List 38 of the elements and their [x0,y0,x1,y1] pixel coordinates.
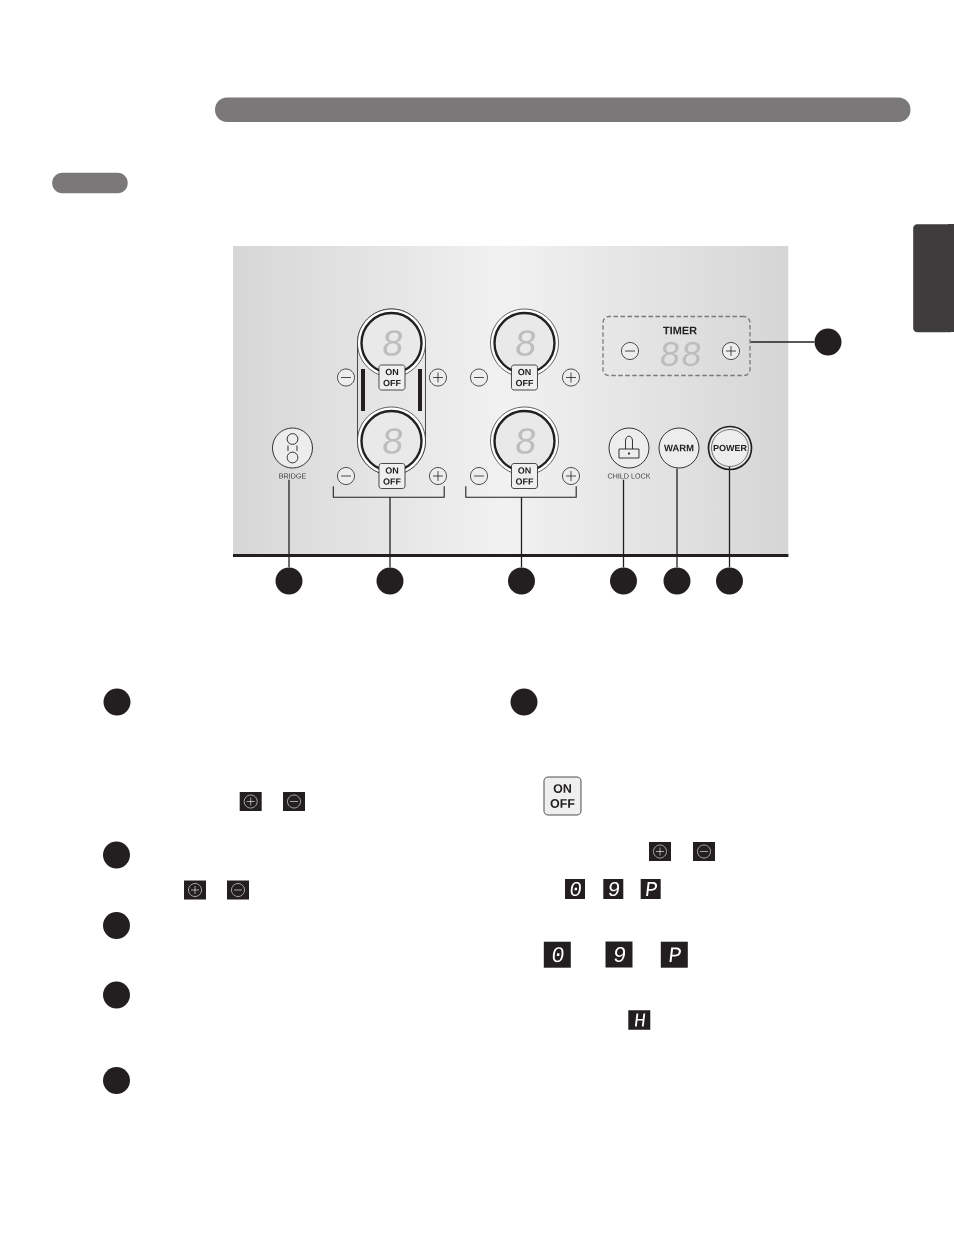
callout-marker [103,1067,130,1094]
display-tile: P [660,941,688,968]
callout-marker [510,688,538,716]
leader-line [389,496,391,568]
leader-line [750,341,815,343]
display-tile: H [628,1010,651,1030]
callout-marker [103,841,130,869]
callout-marker [103,688,131,716]
callout-marker [814,328,842,356]
leader-line [288,479,290,568]
callout-marker [103,912,130,939]
side-tab [913,224,954,333]
on-off-button: ON OFF [378,364,406,391]
display-tile: 0 [543,941,571,968]
callout-marker [716,567,743,595]
bracket [465,485,577,498]
callout-marker [376,567,404,595]
leader-line [676,467,678,568]
display-tile: 9 [603,879,624,899]
round-button: POWER [707,425,753,471]
on-off-button: ON OFF [511,463,538,489]
callout-marker [508,567,535,595]
callout-marker [275,567,303,595]
callout-marker [103,981,130,1009]
leader-line [520,496,523,568]
callout-marker [663,567,691,595]
display-tile: 9 [605,941,633,968]
display-tile: P [640,879,661,899]
bracket [332,485,445,498]
round-button: WARM [658,427,700,469]
callout-marker [610,567,637,595]
on-off-button: ON OFF [378,463,406,489]
section-tab [52,172,128,194]
leader-line [728,466,731,568]
leader-line [622,479,625,568]
display-tile: 0 [565,879,585,899]
on-off-button: ON OFF [511,364,538,391]
on-off-key: ON OFF [543,776,582,816]
